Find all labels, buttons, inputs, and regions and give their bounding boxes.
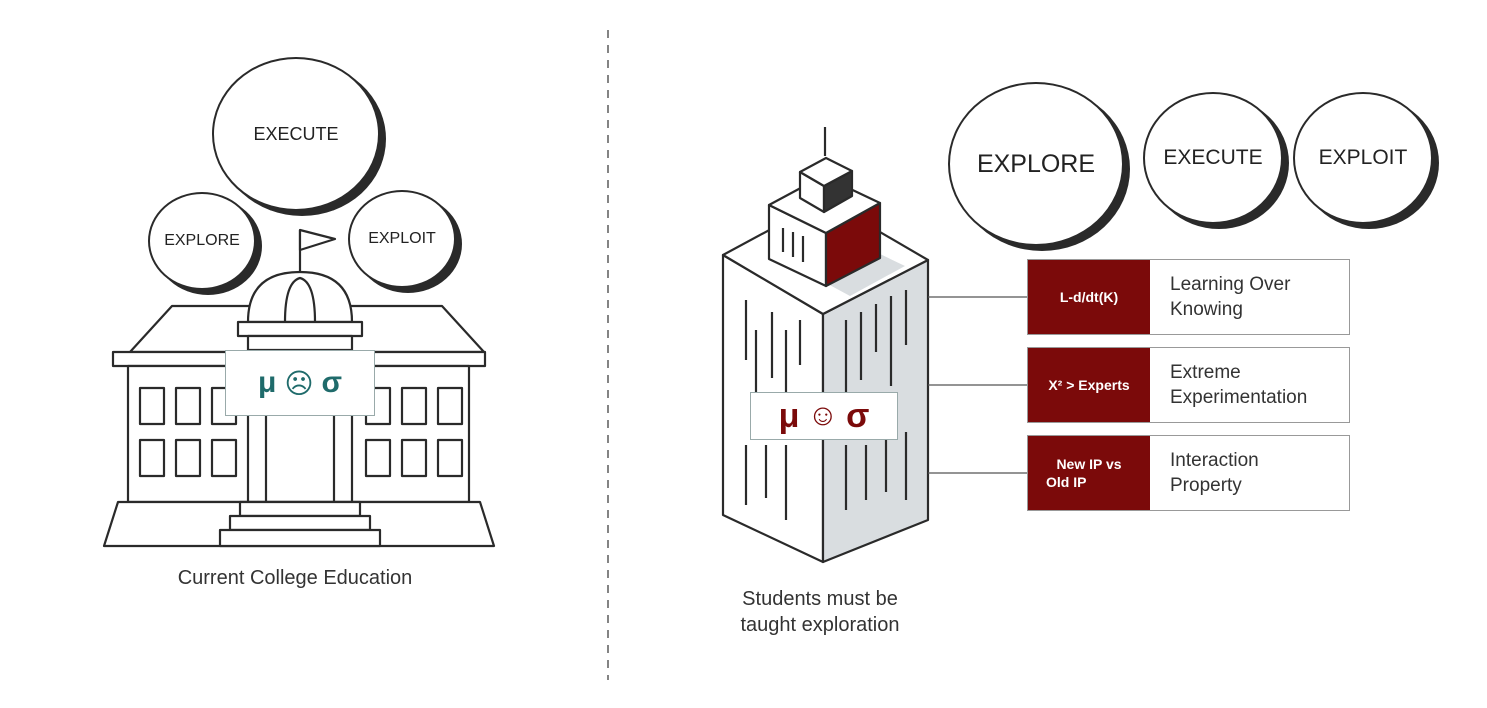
school-building xyxy=(102,228,496,548)
window xyxy=(364,438,392,478)
connector-lines xyxy=(928,296,1027,474)
explore-circle-left: EXPLORE xyxy=(148,192,256,290)
item-desc: Interaction Property xyxy=(1150,436,1349,510)
code-line: New IP vs xyxy=(1056,456,1122,472)
desc-line: Experimentation xyxy=(1170,387,1308,408)
desc-line: Knowing xyxy=(1170,299,1243,320)
execute-label: EXECUTE xyxy=(1163,146,1263,169)
window xyxy=(138,386,166,426)
item-desc: Learning Over Knowing xyxy=(1150,260,1349,334)
desc-line: Property xyxy=(1170,475,1242,496)
sigma-symbol: σ xyxy=(321,366,343,399)
sad-face-icon: ☹ xyxy=(284,367,314,399)
desc-line: Learning Over xyxy=(1170,274,1291,295)
exploit-label: EXPLOIT xyxy=(368,230,436,247)
explore-label: EXPLORE xyxy=(164,232,240,249)
item-code: L-d/dt(K) xyxy=(1028,260,1150,334)
window xyxy=(138,438,166,478)
window xyxy=(174,386,202,426)
explore-label: EXPLORE xyxy=(976,149,1096,178)
item-extreme-experimentation: X² > Experts Extreme Experimentation xyxy=(1027,347,1350,423)
mu-symbol: μ xyxy=(257,366,277,399)
explore-circle-right: EXPLORE xyxy=(948,82,1124,246)
execute-label: EXECUTE xyxy=(253,123,339,144)
school-dome xyxy=(246,270,354,324)
window xyxy=(400,386,428,426)
tower-sign: μ ☺ σ xyxy=(750,392,898,440)
desc-line: Extreme xyxy=(1170,362,1241,383)
left-caption: Current College Education xyxy=(177,567,413,589)
mu-symbol: μ xyxy=(778,396,800,435)
window xyxy=(436,438,464,478)
exploit-circle-left: EXPLOIT xyxy=(348,190,456,288)
school-porch xyxy=(246,412,354,504)
item-code: New IP vs Old IP xyxy=(1028,436,1150,510)
code-line: Old IP xyxy=(1046,474,1087,490)
window xyxy=(436,386,464,426)
window xyxy=(210,438,238,478)
smile-face-icon: ☺ xyxy=(807,399,839,432)
flag-icon xyxy=(298,228,337,252)
sigma-symbol: σ xyxy=(846,396,870,435)
item-code: X² > Experts xyxy=(1028,348,1150,422)
school-sign: μ ☹ σ xyxy=(225,350,375,416)
tower-building xyxy=(721,127,930,564)
item-desc: Extreme Experimentation xyxy=(1150,348,1349,422)
item-learning-over-knowing: L-d/dt(K) Learning Over Knowing xyxy=(1027,259,1350,335)
execute-circle-right: EXECUTE xyxy=(1143,92,1283,224)
caption-line: taught exploration xyxy=(740,614,900,636)
right-caption: Students must be taught exploration xyxy=(700,586,940,638)
desc-line: Interaction xyxy=(1170,450,1259,471)
item-interaction-property: New IP vs Old IP Interaction Property xyxy=(1027,435,1350,511)
caption-line: Students must be xyxy=(742,588,898,610)
exploit-label: EXPLOIT xyxy=(1318,146,1408,169)
exploit-circle-right: EXPLOIT xyxy=(1293,92,1433,224)
window xyxy=(174,438,202,478)
execute-circle-left: EXECUTE xyxy=(212,57,380,211)
window xyxy=(400,438,428,478)
